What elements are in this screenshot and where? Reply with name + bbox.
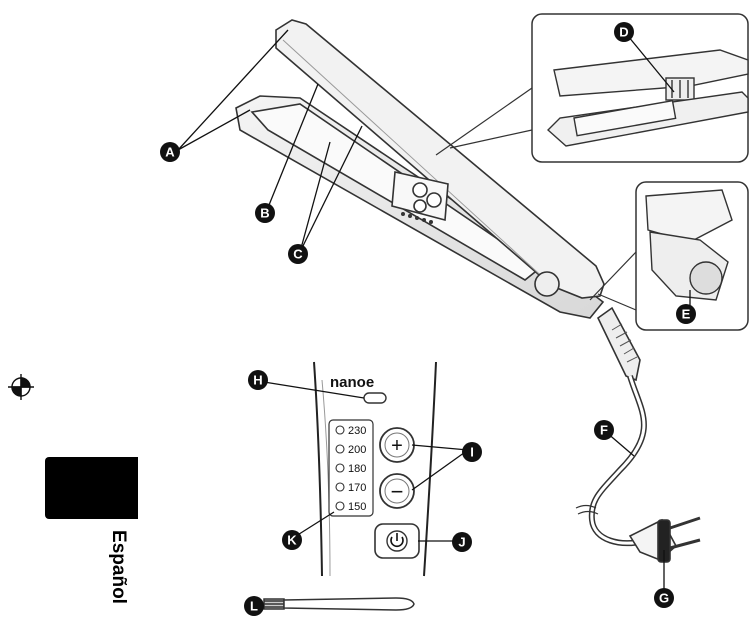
plus-label: + xyxy=(391,435,403,457)
registration-mark-icon xyxy=(8,374,34,400)
temperature-list: 230 200 180 170 150 xyxy=(335,425,366,513)
callout-letter-i: I xyxy=(470,445,474,460)
temperature-label-200: 200 xyxy=(348,444,366,456)
temperature-led-170 xyxy=(335,482,345,492)
callout-badge-k xyxy=(282,530,302,550)
callout-badge-g xyxy=(654,588,674,608)
iron-button-1 xyxy=(412,182,428,198)
callout-badge-c xyxy=(288,244,308,264)
cleaning-brush xyxy=(263,597,415,611)
hinge-knob xyxy=(534,271,560,297)
temperature-led-200 xyxy=(335,444,345,454)
temperature-label-170: 170 xyxy=(348,482,366,494)
callout-badges: A B C D E F G H I J K L xyxy=(160,22,696,616)
language-label: Español xyxy=(108,530,129,604)
callout-letter-b: B xyxy=(260,206,269,221)
language-tab xyxy=(45,457,138,519)
iron-button-2 xyxy=(426,192,442,208)
callout-badge-e xyxy=(676,304,696,324)
power-icon xyxy=(390,533,404,548)
inset-d-iron xyxy=(546,49,749,147)
inset-e-iron xyxy=(645,189,733,301)
cord-break-mark xyxy=(575,504,599,515)
panel-outline-right xyxy=(423,361,437,577)
callout-letter-c: C xyxy=(293,247,303,262)
callout-letter-h: H xyxy=(253,373,262,388)
panel-outline-left xyxy=(313,361,323,577)
temperature-led-230 xyxy=(335,425,345,435)
callout-letter-d: D xyxy=(619,25,628,40)
callout-badge-b xyxy=(255,203,275,223)
callout-badge-a xyxy=(160,142,180,162)
callout-badge-j xyxy=(452,532,472,552)
callout-letter-a: A xyxy=(165,145,175,160)
cord-sleeve xyxy=(596,306,641,382)
temperature-scale-frame xyxy=(328,419,374,517)
callout-letter-l: L xyxy=(250,599,258,614)
control-panel-detail: nanoe 230 200 180 170 150 + − xyxy=(313,361,437,577)
nanoe-indicator xyxy=(363,392,387,404)
callout-letter-j: J xyxy=(458,535,465,550)
callout-letter-k: K xyxy=(287,533,297,548)
temperature-label-230: 230 xyxy=(348,425,366,437)
callout-badge-i xyxy=(462,442,482,462)
temperature-led-150 xyxy=(335,501,345,511)
temperature-label-150: 150 xyxy=(348,501,366,513)
minus-label: − xyxy=(391,479,404,504)
iron-led-row xyxy=(401,212,433,224)
power-plug xyxy=(628,516,701,563)
temperature-label-180: 180 xyxy=(348,463,366,475)
iron-button-3 xyxy=(413,199,427,213)
callout-badge-f xyxy=(594,420,614,440)
upper-arm xyxy=(275,19,605,299)
callout-badge-l xyxy=(244,596,264,616)
temperature-led-180 xyxy=(335,463,345,473)
callout-badge-d xyxy=(614,22,634,42)
callout-badge-h xyxy=(248,370,268,390)
callout-letter-f: F xyxy=(600,423,608,438)
language-label-box: Español xyxy=(104,522,132,612)
callout-letter-g: G xyxy=(659,591,669,606)
callout-letter-e: E xyxy=(682,307,691,322)
nanoe-logo: nanoe xyxy=(330,374,374,391)
